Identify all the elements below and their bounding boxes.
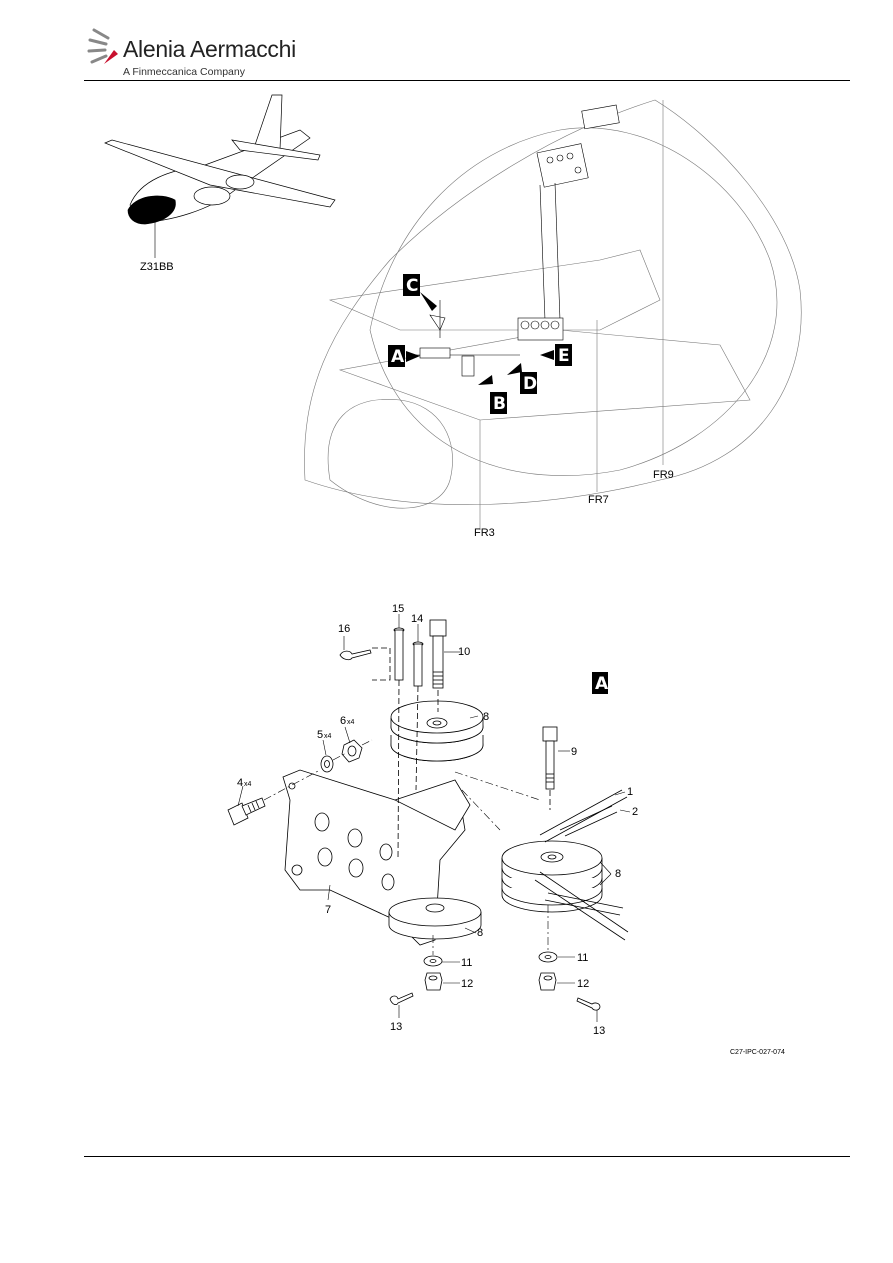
svg-text:D: D [523, 374, 537, 394]
assembly-center-lines [263, 739, 549, 955]
item-12a-label: 12 [461, 978, 473, 990]
zone-label: Z31BB [140, 261, 174, 273]
item-13b-label: 13 [593, 1025, 605, 1037]
lower-pulley [388, 897, 482, 940]
svg-text:C: C [406, 276, 418, 296]
figure-code: C27-IPC-027-074 [730, 1049, 785, 1056]
item-11a-label: 11 [461, 957, 472, 969]
svg-text:B: B [493, 394, 506, 414]
item-5-label: 5 [317, 729, 323, 741]
cotter-pin-16 [339, 647, 391, 681]
item-9-label: 9 [571, 746, 577, 758]
brand-tagline: A Finmeccanica Company [123, 66, 245, 78]
bolt-4 [227, 797, 266, 826]
item-4-qty: x4 [244, 781, 252, 788]
washer-5 [320, 755, 334, 773]
item-8b-label: 8 [477, 927, 483, 939]
item-16-label: 16 [338, 623, 350, 635]
detail-view-a-marker: A [592, 672, 609, 694]
item-5-qty: x4 [324, 733, 332, 740]
item-14-label: 14 [411, 613, 423, 625]
frame-label-fr3: FR3 [474, 527, 495, 539]
washer-11-right [538, 951, 558, 963]
view-marker-b: B [478, 375, 507, 414]
nut-6 [341, 739, 363, 763]
nut-12-left [424, 972, 443, 991]
svg-text:A: A [391, 347, 405, 367]
item-11b-label: 11 [577, 952, 588, 964]
frame-label-fr9: FR9 [653, 469, 674, 481]
bolt-9 [542, 726, 558, 810]
item-12b-label: 12 [577, 978, 589, 990]
brand-name: Alenia Aermacchi [123, 36, 296, 62]
footer-rule [84, 1156, 850, 1157]
item-4-label: 4 [237, 777, 243, 789]
overview-mechanism [410, 104, 620, 377]
pin-14 [412, 641, 424, 791]
item-8a-label: 8 [483, 711, 489, 723]
nut-12-right [538, 972, 557, 991]
svg-text:A: A [595, 674, 609, 694]
frame-label-fr7: FR7 [588, 494, 609, 506]
view-marker-a: A [388, 345, 420, 367]
header-rule [84, 80, 850, 81]
cotter-pin-13-right [576, 997, 601, 1011]
view-marker-c: C [403, 274, 437, 311]
callout-leaders [237, 614, 631, 1022]
upper-pulley [390, 700, 484, 762]
item-10-label: 10 [458, 646, 470, 658]
control-cables [534, 789, 629, 941]
washer-11-left [423, 955, 443, 967]
svg-text:E: E [558, 346, 570, 366]
view-marker-e: E [540, 344, 572, 366]
view-marker-d: D [507, 363, 537, 394]
aircraft-locator [104, 94, 336, 258]
pin-15 [393, 627, 405, 861]
cotter-pin-13-left [389, 992, 414, 1006]
item-8c-label: 8 [615, 868, 621, 880]
bolt-10 [429, 619, 447, 712]
item-6-qty: x4 [347, 719, 355, 726]
item-15-label: 15 [392, 603, 404, 615]
item-6-label: 6 [340, 715, 346, 727]
right-pulley-stack [501, 840, 603, 913]
item-7-label: 7 [325, 904, 331, 916]
item-13a-label: 13 [390, 1021, 402, 1033]
item-2-label: 2 [632, 806, 638, 818]
item-1-label: 1 [627, 786, 633, 798]
alenia-logo-icon [87, 28, 118, 64]
